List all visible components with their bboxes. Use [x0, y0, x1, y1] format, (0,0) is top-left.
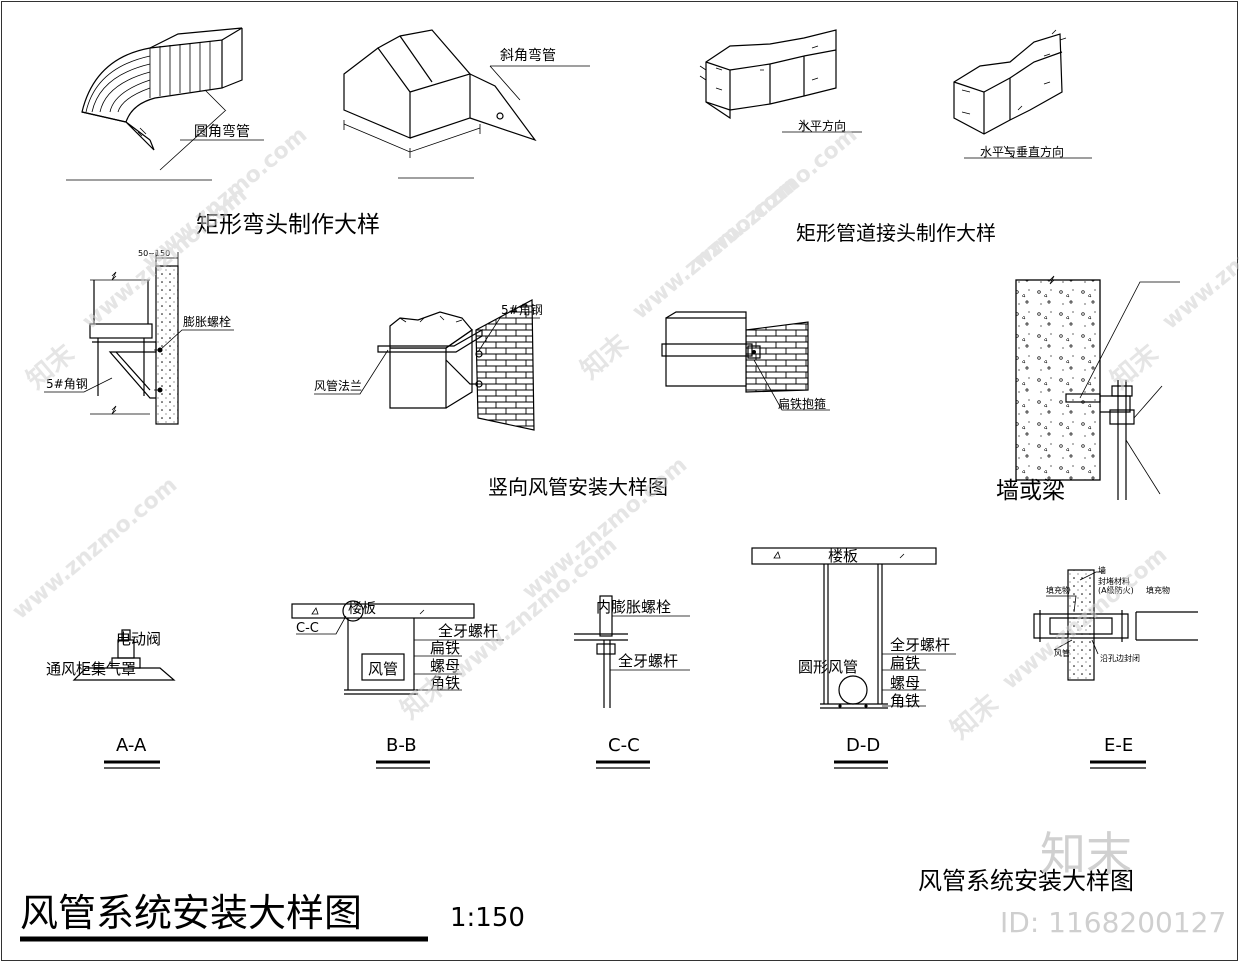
- vertical-group-title: 竖向风管安装大样图: [488, 475, 668, 499]
- ee-duct-label: 风管: [1054, 648, 1070, 658]
- bottom-caption: 风管系统安装大样图: [918, 867, 1134, 895]
- concrete-wall: [1015, 279, 1101, 481]
- watermark-url: www.znzmo.com: [688, 123, 862, 275]
- dd-floor-label: 楼板: [828, 547, 858, 565]
- ee-section-label: E-E: [1104, 735, 1133, 756]
- sheet-scale: 1:150: [450, 903, 525, 933]
- bb-nut-label: 螺母: [430, 657, 460, 675]
- bb-rod-label: 全牙螺杆: [438, 622, 498, 640]
- joint-horizontal-drawing: 水平方向: [699, 29, 862, 133]
- flat-iron-hoop-label: 扁铁抱箍: [778, 396, 826, 411]
- watermark-url: www.znzmo.com: [138, 123, 312, 275]
- vertical-bracket-drawing: 50~150 膨胀螺栓 5#角钢: [44, 249, 234, 425]
- joint-horizontal-label: 水平方向: [798, 118, 846, 133]
- duct-hoop-drawing: 扁铁抱箍: [661, 311, 830, 411]
- angle-steel-label-b: 5#角钢: [501, 303, 543, 317]
- watermark-brand: 知末: [1105, 338, 1165, 395]
- section-cc-drawing: 内膨胀螺栓 全牙螺杆: [574, 595, 690, 708]
- bevel-elbow-label: 斜角弯管: [500, 47, 556, 64]
- ee-fire-label: (A级防火): [1098, 585, 1134, 595]
- motor-valve-label: 电动阀: [116, 630, 161, 648]
- brick-wall-1: [475, 299, 535, 431]
- ee-wall-label: 墙: [1098, 565, 1106, 575]
- sheet-title: 风管系统安装大样图: [20, 891, 362, 935]
- bb-floor-label: 楼板: [348, 601, 376, 617]
- cc-bolt-label: 内膨胀螺栓: [596, 598, 671, 616]
- ee-fill-r-label: 填充物: [1146, 585, 1170, 595]
- round-elbow-label: 圆角弯管: [194, 123, 250, 140]
- bb-duct-label: 风管: [368, 660, 398, 678]
- section-ee-drawing: 墙 封堵材料 (A级防火) 填充物 填充物 风管 沿孔边封闭: [1033, 565, 1198, 681]
- section-dd-drawing: 楼板 圆形风管 全牙螺杆 扁铁 螺母 角铁: [751, 547, 956, 710]
- ee-wall: [1067, 569, 1095, 681]
- ee-seal-label: 封堵材料: [1098, 576, 1130, 586]
- flange-label: 风管法兰: [314, 378, 362, 393]
- section-bb-drawing: C-C 楼板 风管 全牙螺杆 扁铁 螺母 角铁: [291, 600, 504, 695]
- watermark-brand: 知末: [575, 328, 635, 385]
- angle-steel-label-a: 5#角钢: [46, 377, 88, 391]
- round-duct-circle: [838, 675, 868, 705]
- joint-hv-label: 水平与垂直方向: [980, 144, 1064, 159]
- round-elbow-drawing: 圆角弯管: [66, 27, 264, 181]
- bb-flat-label: 扁铁: [430, 639, 460, 657]
- watermark-url: www.znzmo.com: [8, 473, 182, 625]
- dd-flat-label: 扁铁: [890, 654, 920, 672]
- bb-angle-label: 角铁: [430, 674, 460, 692]
- hood-label: 通风柜集气罩: [46, 660, 136, 678]
- bevel-elbow-drawing: 斜角弯管: [343, 29, 590, 179]
- dd-rod-label: 全牙螺杆: [890, 636, 950, 654]
- watermark-id: ID: 1168200127: [1000, 906, 1226, 939]
- watermark-logo: 知末: [1040, 827, 1132, 881]
- dd-nut-label: 螺母: [890, 674, 920, 692]
- cc-rod-label: 全牙螺杆: [618, 652, 678, 670]
- watermark-url: www.znzmo.com: [1158, 183, 1239, 335]
- aa-section-label: A-A: [116, 735, 147, 756]
- dd-angle-label: 角铁: [890, 692, 920, 710]
- section-labels: A-A B-B C-C D-D E-E: [104, 735, 1146, 769]
- dd-round-duct-label: 圆形风管: [798, 658, 858, 676]
- bb-cc-ref-label: C-C: [296, 621, 319, 636]
- wall-beam-label: 墙或梁: [996, 478, 1065, 504]
- elbow-group-title: 矩形弯头制作大样: [196, 212, 380, 238]
- wall-beam-drawing: 墙或梁: [996, 275, 1180, 504]
- ee-edge-label: 沿孔边封闭: [1100, 653, 1140, 663]
- wall-section: [155, 265, 179, 425]
- ee-fill-l-label: 填充物: [1046, 585, 1070, 595]
- expansion-bolt-label-a: 膨胀螺栓: [183, 314, 231, 329]
- bracket-dim-label: 50~150: [138, 249, 170, 258]
- dd-section-label: D-D: [846, 735, 880, 756]
- bb-section-label: B-B: [386, 735, 417, 756]
- brick-wall-2: [745, 321, 809, 393]
- joint-hv-drawing: 水平与垂直方向: [953, 29, 1092, 159]
- section-aa-drawing: 电动阀 通风柜集气罩: [46, 629, 176, 681]
- duct-on-brick-drawing: 5#角钢 风管法兰: [314, 299, 543, 431]
- joint-group-title: 矩形管道接头制作大样: [796, 221, 996, 245]
- watermark-brand: 知末: [945, 688, 1005, 745]
- cc-section-label: C-C: [608, 735, 640, 756]
